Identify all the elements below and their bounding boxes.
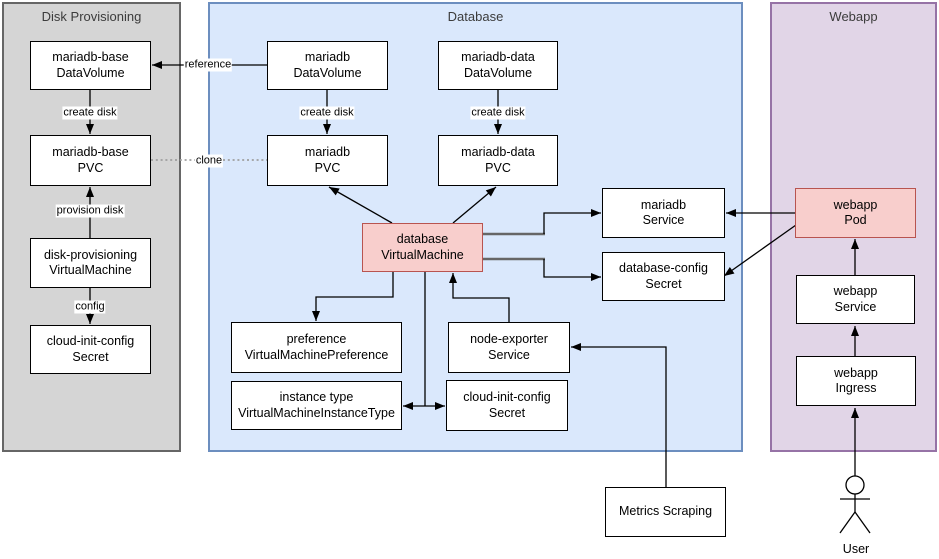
node-database-config-secret[interactable]: database-config Secret bbox=[602, 252, 725, 301]
node-mariadb-data-datavolume[interactable]: mariadb-data DataVolume bbox=[438, 41, 558, 90]
user-actor-icon[interactable] bbox=[839, 475, 871, 534]
node-label-line: PVC bbox=[485, 160, 511, 175]
node-cloud-init-config-secret-disk-provisioning[interactable]: cloud-init-config Secret bbox=[30, 325, 151, 374]
node-label-line: mariadb-data bbox=[461, 145, 535, 159]
node-webapp-service[interactable]: webapp Service bbox=[796, 275, 915, 324]
node-webapp-ingress[interactable]: webapp Ingress bbox=[796, 356, 916, 406]
node-label-line: VirtualMachineInstanceType bbox=[238, 405, 395, 420]
node-label-line: Service bbox=[834, 299, 877, 314]
node-label-line: PVC bbox=[314, 160, 341, 175]
node-mariadb-datavolume[interactable]: mariadb DataVolume bbox=[267, 41, 388, 90]
edge-label-provision-disk: provision disk bbox=[55, 204, 125, 218]
node-label-line: cloud-init-config bbox=[463, 390, 551, 404]
node-label-line: Secret bbox=[488, 405, 526, 420]
node-label-line: Pod bbox=[844, 213, 867, 227]
node-label-line: mariadb-base bbox=[52, 145, 129, 159]
node-preference-virtualmachinepreference[interactable]: preference VirtualMachinePreference bbox=[231, 322, 402, 373]
node-label-line: preference bbox=[286, 332, 347, 346]
edge-label-create-disk-base: create disk bbox=[62, 106, 118, 120]
edge-label-clone: clone bbox=[194, 154, 224, 168]
node-label-line: DataVolume bbox=[463, 65, 533, 80]
node-label-line: disk-provisioning bbox=[43, 247, 138, 262]
node-label-line: mariadb-data bbox=[461, 50, 535, 64]
node-instance-type-virtualmachineinstancetype[interactable]: instance type VirtualMachineInstanceType bbox=[231, 381, 402, 430]
node-label-line: Service bbox=[642, 213, 685, 227]
node-label-line: webapp bbox=[833, 197, 878, 212]
node-label-line: Ingress bbox=[835, 381, 877, 395]
node-label-line: node-exporter bbox=[470, 332, 548, 346]
user-label: User bbox=[842, 542, 870, 556]
node-label-line: cloud-init-config bbox=[46, 334, 135, 348]
node-label-line: VirtualMachine bbox=[49, 263, 132, 277]
node-label-line: DataVolume bbox=[56, 65, 125, 80]
node-label-line: database-config bbox=[619, 261, 708, 275]
node-webapp-pod[interactable]: webapp Pod bbox=[795, 188, 916, 238]
node-mariadb-base-datavolume[interactable]: mariadb-base DataVolume bbox=[30, 41, 151, 90]
node-label-line: mariadb bbox=[640, 197, 687, 212]
node-database-virtualmachine[interactable]: database VirtualMachine bbox=[362, 223, 483, 272]
node-label-line: mariadb bbox=[304, 145, 351, 159]
node-mariadb-pvc[interactable]: mariadb PVC bbox=[267, 135, 388, 186]
node-label-line: mariadb-base bbox=[52, 50, 129, 64]
edge-label-create-disk-mariadb-data: create disk bbox=[470, 106, 526, 120]
node-label-line: VirtualMachinePreference bbox=[244, 347, 389, 362]
node-mariadb-service[interactable]: mariadb Service bbox=[602, 188, 725, 238]
edge-label-config: config bbox=[74, 300, 106, 314]
node-label-line: DataVolume bbox=[293, 65, 362, 80]
node-metrics-scraping[interactable]: Metrics Scraping bbox=[605, 487, 726, 537]
node-disk-provisioning-virtualmachine[interactable]: disk-provisioning VirtualMachine bbox=[30, 238, 151, 288]
node-mariadb-base-pvc[interactable]: mariadb-base PVC bbox=[30, 135, 151, 186]
node-label-line: VirtualMachine bbox=[381, 247, 464, 262]
section-title-disk-provisioning: Disk Provisioning bbox=[41, 9, 142, 24]
node-label-line: Metrics Scraping bbox=[618, 504, 713, 519]
node-label-line: Secret bbox=[645, 276, 682, 291]
node-label-line: webapp bbox=[834, 365, 878, 380]
edge-label-create-disk-mariadb: create disk bbox=[299, 106, 355, 120]
node-node-exporter-service[interactable]: node-exporter Service bbox=[448, 322, 570, 373]
node-label-line: Secret bbox=[72, 349, 109, 364]
node-cloud-init-config-secret-database[interactable]: cloud-init-config Secret bbox=[446, 380, 568, 431]
node-label-line: PVC bbox=[77, 160, 104, 175]
node-label-line: mariadb bbox=[304, 50, 351, 64]
node-label-line: Service bbox=[488, 347, 530, 362]
node-label-line: database bbox=[396, 232, 449, 246]
section-title-webapp: Webapp bbox=[829, 9, 878, 24]
section-title-database: Database bbox=[447, 9, 504, 24]
edge-label-reference: reference bbox=[183, 58, 233, 72]
node-label-line: instance type bbox=[279, 390, 354, 404]
node-label-line: webapp bbox=[833, 284, 878, 298]
node-mariadb-data-pvc[interactable]: mariadb-data PVC bbox=[438, 135, 558, 186]
